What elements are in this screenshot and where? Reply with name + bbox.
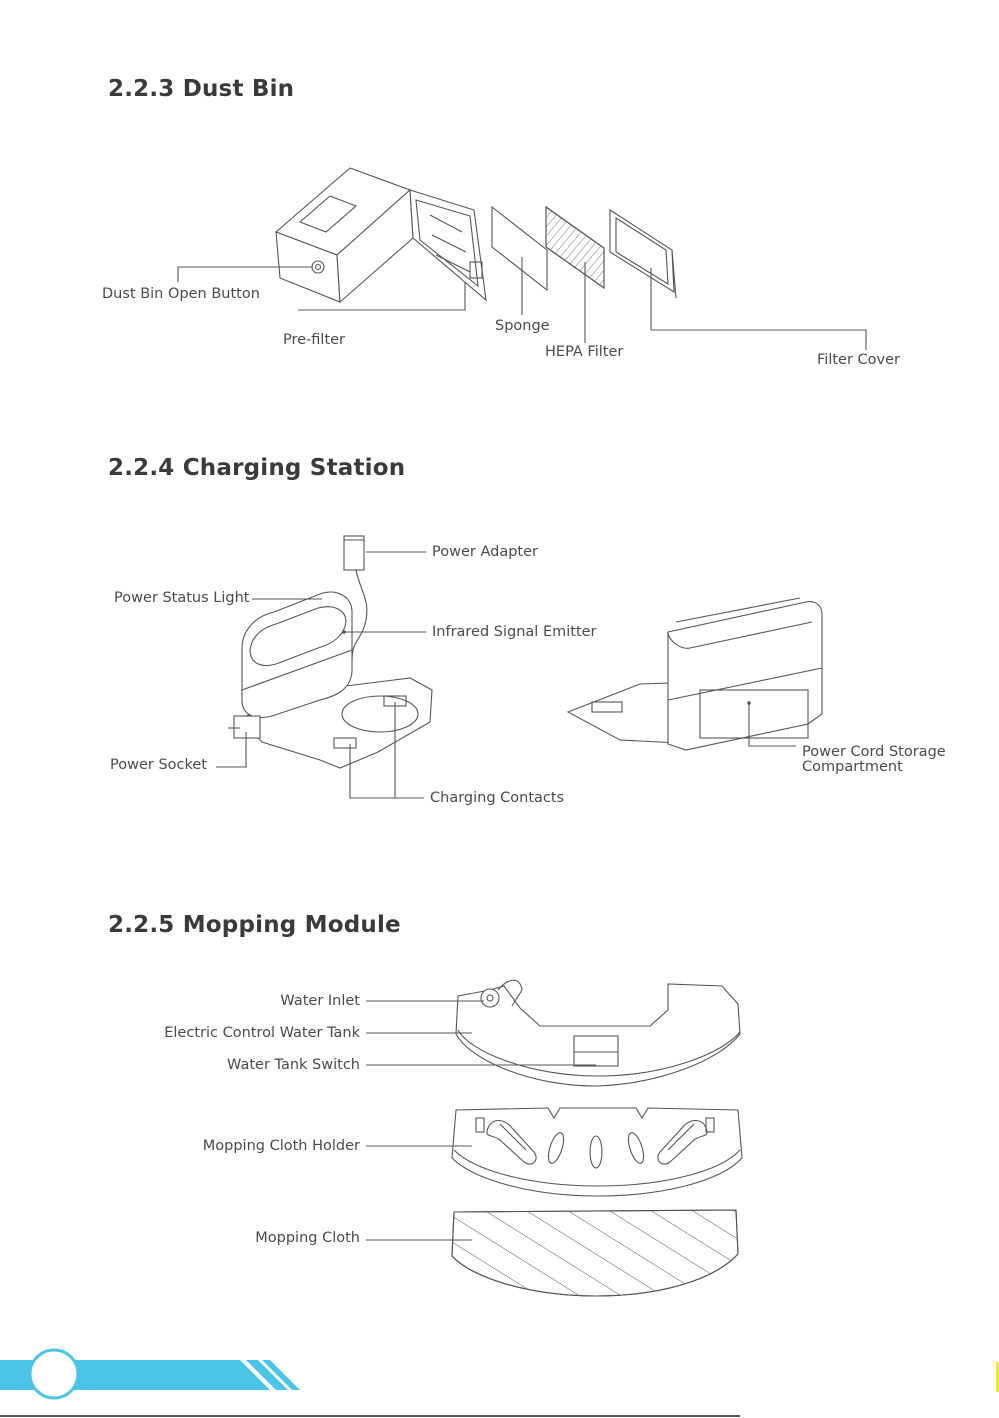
label-power-cord-storage-line2: Compartment (802, 760, 903, 775)
sponge-illustration (492, 207, 547, 290)
filter-cover-illustration (610, 210, 676, 298)
label-mopping-cloth-holder: Mopping Cloth Holder (160, 1139, 360, 1154)
label-power-cord-storage-line1: Power Cord Storage (802, 745, 946, 760)
label-mopping-cloth: Mopping Cloth (160, 1231, 360, 1246)
label-filter-cover: Filter Cover (817, 353, 900, 368)
dust-bin-illustration (276, 168, 486, 302)
label-sponge: Sponge (495, 319, 550, 334)
charging-station-front-illustration (228, 536, 432, 768)
label-water-inlet: Water Inlet (160, 994, 360, 1009)
page-number-circle (30, 1350, 78, 1398)
mopping-cloth-holder-illustration (452, 1108, 742, 1196)
label-power-socket: Power Socket (110, 758, 207, 773)
label-pre-filter: Pre-filter (283, 333, 345, 348)
water-tank-illustration (456, 980, 740, 1086)
section-title-mopping-module: 2.2.5 Mopping Module (108, 912, 401, 938)
charging-station-back-illustration (568, 598, 822, 750)
label-power-status-light: Power Status Light (114, 591, 249, 606)
label-water-tank-switch: Water Tank Switch (160, 1058, 360, 1073)
label-dust-bin-open-button: Dust Bin Open Button (102, 287, 260, 302)
label-infrared-signal-emitter: Infrared Signal Emitter (432, 625, 597, 640)
hepa-filter-illustration (546, 207, 604, 288)
page-footer-band (0, 1340, 999, 1418)
section-title-charging-station: 2.2.4 Charging Station (108, 455, 405, 481)
label-electric-control-water-tank: Electric Control Water Tank (120, 1026, 360, 1041)
label-charging-contacts: Charging Contacts (430, 791, 564, 806)
label-hepa-filter: HEPA Filter (545, 345, 623, 360)
label-power-adapter: Power Adapter (432, 545, 538, 560)
mopping-cloth-illustration (452, 1210, 738, 1296)
